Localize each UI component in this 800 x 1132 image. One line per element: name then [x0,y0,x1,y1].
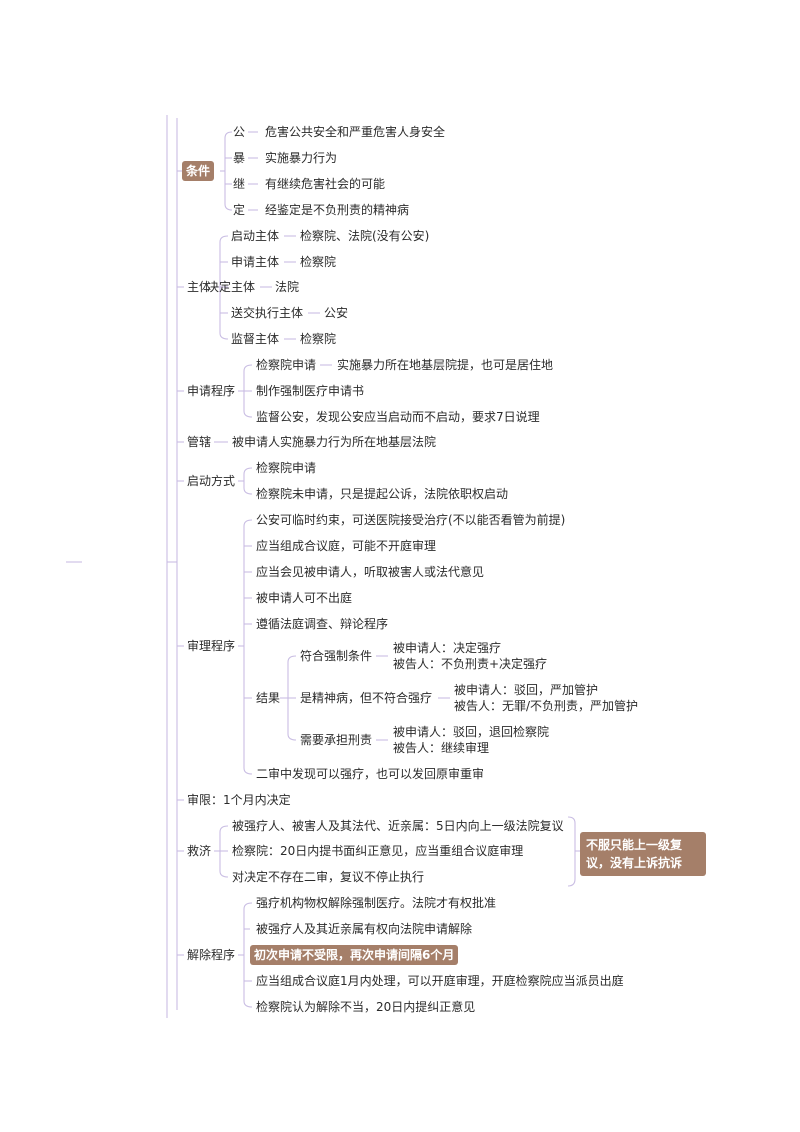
tiaojian-key: 暴 [233,151,246,165]
node-tiaojian[interactable]: 条件 [182,161,215,181]
jiuji-item: 被强疗人、被害人及其法代、近亲属：5日内向上一级法院复议 [232,819,564,833]
jiuji-item: 对决定不存在二审，复议不停止执行 [232,870,425,884]
zhuti-key: 送交执行主体 [231,306,304,320]
node-shenli[interactable]: 审理程序 [187,639,236,653]
tiaojian-key: 公 [233,125,246,139]
qidong-item: 检察院申请 [256,461,317,475]
shenli-item: 公安可临时约束，可送医院接受治疗(不以能否看管为前提) [256,513,566,527]
zhuti-key: 监督主体 [231,332,280,346]
zhuti-key: 决定主体 [207,280,256,294]
node-qidong[interactable]: 启动方式 [187,474,236,488]
tiaojian-value: 危害公共安全和严重危害人身安全 [265,125,446,139]
jieguo-c: 需要承担刑责 [300,733,373,747]
shenqing-item: 制作强制医疗申请书 [256,384,365,398]
zhuti-value: 公安 [324,306,349,320]
zhuti-value: 检察院 [300,332,337,346]
tiaojian-key: 定 [233,203,246,217]
shenqing-item-value: 实施暴力所在地基层院提，也可是居住地 [337,358,554,372]
tiaojian-value: 经鉴定是不负刑责的精神病 [265,203,410,217]
zhuti-value: 检察院 [300,255,337,269]
jieguo-b-line1: 被申请人：驳回，严加管护 [454,683,599,697]
shenli-item: 应当会见被申请人，听取被害人或法代意见 [256,565,485,579]
zhuti-value: 检察院、法院(没有公安) [300,229,430,243]
guanxia-value: 被申请人实施暴力行为所在地基层法院 [232,435,437,449]
zhuti-key: 启动主体 [231,229,280,243]
jiuji-summary-note[interactable]: 不服只能上一级复议，没有上诉抗诉 [580,832,706,876]
shenli-item: 遵循法庭调查、辩论程序 [256,617,389,631]
jieguo-a-line1: 被申请人：决定强疗 [393,641,502,655]
jieguo-c-line2: 被告人：继续审理 [393,741,490,755]
node-jiechu[interactable]: 解除程序 [187,948,236,962]
jieguo-b: 是精神病，但不符合强疗 [300,691,433,705]
jieguo-a: 符合强制条件 [300,649,373,663]
node-guanxia[interactable]: 管辖 [187,435,212,449]
jieguo-a-line2: 被告人：不负刑责+决定强疗 [393,657,548,671]
shenli-item: 二审中发现可以强疗，也可以发回原审重审 [256,767,485,781]
jieguo-c-line1: 被申请人：驳回，退回检察院 [393,725,550,739]
node-jieguo[interactable]: 结果 [256,691,281,705]
node-shenqing[interactable]: 申请程序 [187,384,236,398]
jiechu-item: 强疗机构物权解除强制医疗。法院才有权批准 [256,896,497,910]
shenqing-item: 监督公安，发现公安应当启动而不启动，要求7日说理 [256,410,540,424]
jiechu-item: 检察院认为解除不当，20日内提纠正意见 [256,1000,476,1014]
jiechu-item: 被强疗人及其近亲属有权向法院申请解除 [256,922,473,936]
qidong-item: 检察院未申请，只是提起公诉，法院依职权启动 [256,487,509,501]
tiaojian-key: 继 [233,177,246,191]
jieguo-b-line2: 被告人：无罪/不负刑责，严加管护 [454,699,639,713]
shenli-item: 应当组成合议庭，可能不开庭审理 [256,539,437,553]
zhuti-key: 申请主体 [231,255,280,269]
jiechu-item-highlight: 初次申请不受限，再次申请间隔6个月 [250,945,459,965]
shenli-item: 被申请人可不出庭 [256,591,353,605]
jiechu-item: 应当组成合议庭1月内处理，可以开庭审理，开庭检察院应当派员出庭 [256,974,624,988]
node-zhuti[interactable]: 主体 [187,280,212,294]
jiuji-item: 检察院：20日内提书面纠正意见，应当重组合议庭审理 [232,844,524,858]
shenqing-item: 检察院申请 [256,358,317,372]
node-jiuji[interactable]: 救济 [187,844,212,858]
tiaojian-value: 实施暴力行为 [265,151,338,165]
tiaojian-value: 有继续危害社会的可能 [265,177,386,191]
zhuti-value: 法院 [275,280,300,294]
node-shenxian[interactable]: 审限：1个月内决定 [187,793,291,807]
